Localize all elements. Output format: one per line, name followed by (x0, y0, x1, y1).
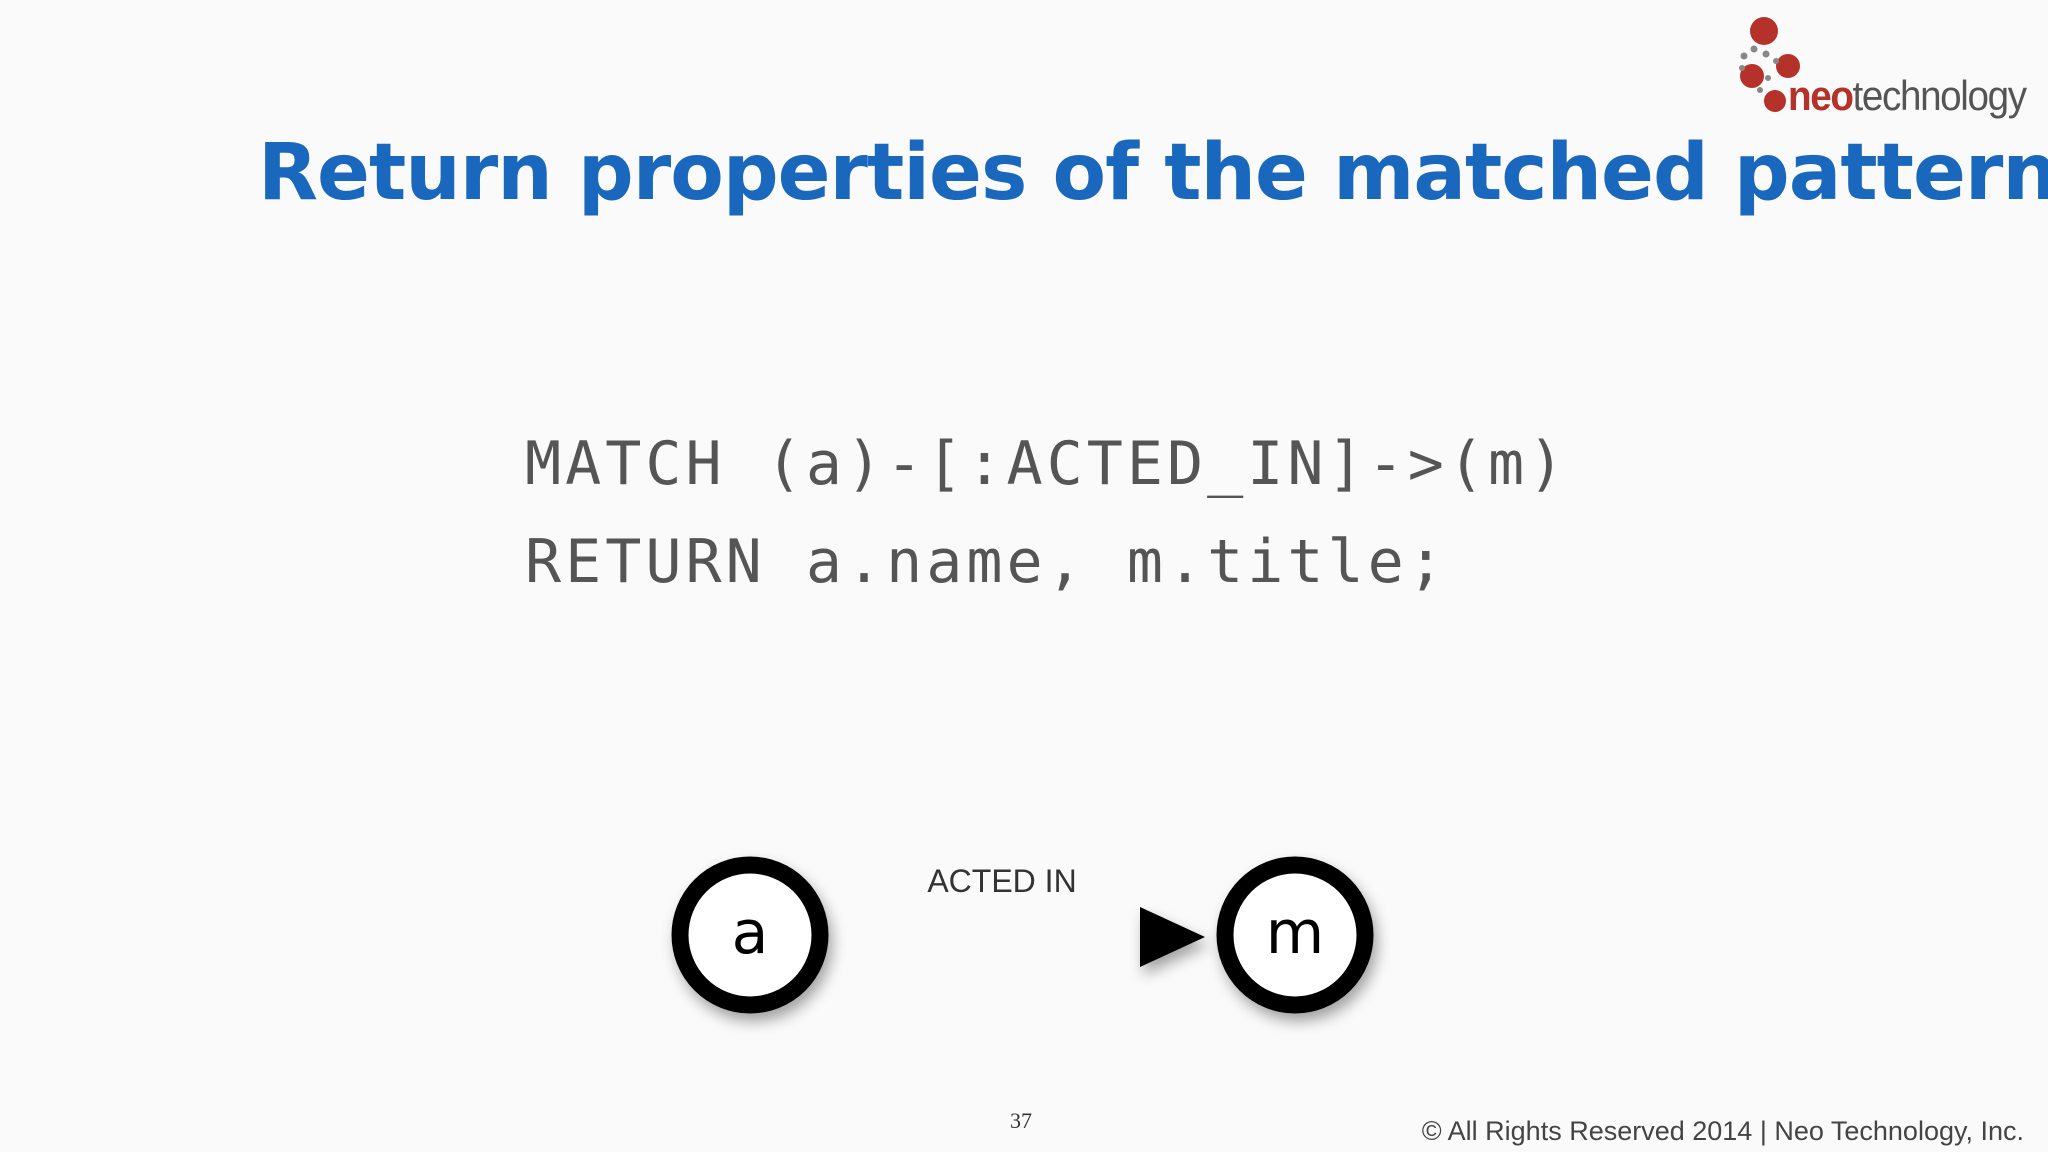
logo-technology-text: technology (1852, 72, 2027, 119)
logo-neo-text: neo (1788, 72, 1854, 119)
logo-dot (1762, 50, 1770, 58)
code-line: MATCH (a)-[:ACTED_IN]->(m) (525, 429, 1569, 499)
neotechnology-logo: neotechnology (1730, 14, 2027, 124)
copyright-notice: © All Rights Reserved 2014 | Neo Technol… (1421, 1116, 2024, 1146)
code-line: RETURN a.name, m.title; (525, 527, 1448, 597)
node-m-label: m (1266, 898, 1324, 968)
logo-dot (1740, 64, 1764, 88)
logo-dot (1773, 58, 1779, 64)
logo-dot (1757, 87, 1763, 93)
logo-dot (1739, 65, 1745, 71)
logo-wordmark: neotechnology (1788, 72, 2027, 120)
cypher-code-block: MATCH (a)-[:ACTED_IN]->(m) RETURN a.name… (525, 415, 1568, 611)
arrowhead-icon (1140, 907, 1205, 967)
graph-pattern-diagram: ACTED IN a m (650, 840, 1390, 1040)
logo-dot (1750, 17, 1778, 45)
logo-dot (1776, 54, 1800, 78)
page-number: 37 (1010, 1108, 1032, 1133)
logo-dot (1740, 52, 1748, 60)
logo-dot (1750, 45, 1758, 53)
logo-dot (1764, 90, 1786, 112)
logo-dots-icon (1739, 17, 1800, 112)
slide-title: Return properties of the matched pattern (258, 128, 2048, 218)
logo-dot (1765, 75, 1771, 81)
relationship-label: ACTED IN (927, 863, 1076, 899)
node-m (1216, 856, 1374, 1014)
graph-pattern-svg: ACTED IN a m (671, 856, 1374, 1014)
node-a (671, 856, 829, 1014)
node-a-label: a (732, 898, 769, 968)
